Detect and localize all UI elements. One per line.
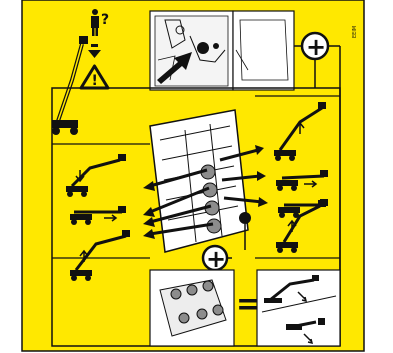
warning-mark: ! xyxy=(92,73,98,89)
plus-symbol-top: + xyxy=(306,33,326,61)
result-panel xyxy=(257,270,340,346)
cabinet-photo xyxy=(233,11,294,90)
question-mark: ? xyxy=(101,12,109,28)
side-code-text: EEIM xyxy=(352,26,358,38)
manifold-photo xyxy=(150,270,234,346)
control-panel-photo xyxy=(150,11,233,90)
plus-symbol-bottom: + xyxy=(206,245,226,273)
